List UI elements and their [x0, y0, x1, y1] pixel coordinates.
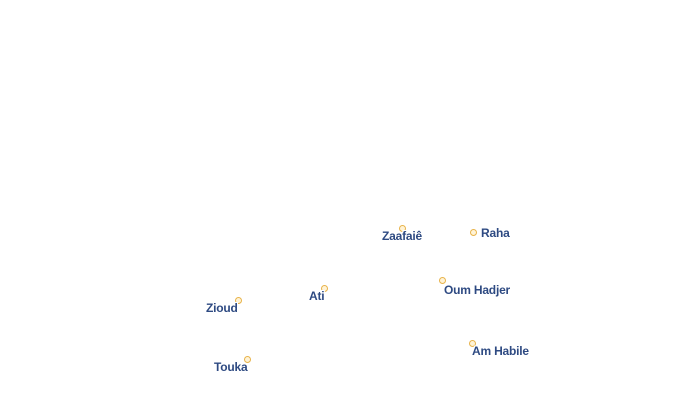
- place-label: Raha: [481, 226, 510, 240]
- place-label: Touka: [214, 360, 248, 374]
- town-marker-icon: [469, 340, 476, 347]
- town-marker-icon: [470, 229, 477, 236]
- town-marker-icon: [235, 297, 242, 304]
- town-marker-icon: [244, 356, 251, 363]
- town-marker-icon: [439, 277, 446, 284]
- place-label: Am Habile: [472, 344, 529, 358]
- place-label: Ati: [309, 289, 325, 303]
- town-marker-icon: [321, 285, 328, 292]
- town-marker-icon: [399, 225, 406, 232]
- place-label: Zaafaiê: [382, 229, 422, 243]
- place-label: Zioud: [206, 301, 238, 315]
- place-label: Oum Hadjer: [444, 283, 511, 297]
